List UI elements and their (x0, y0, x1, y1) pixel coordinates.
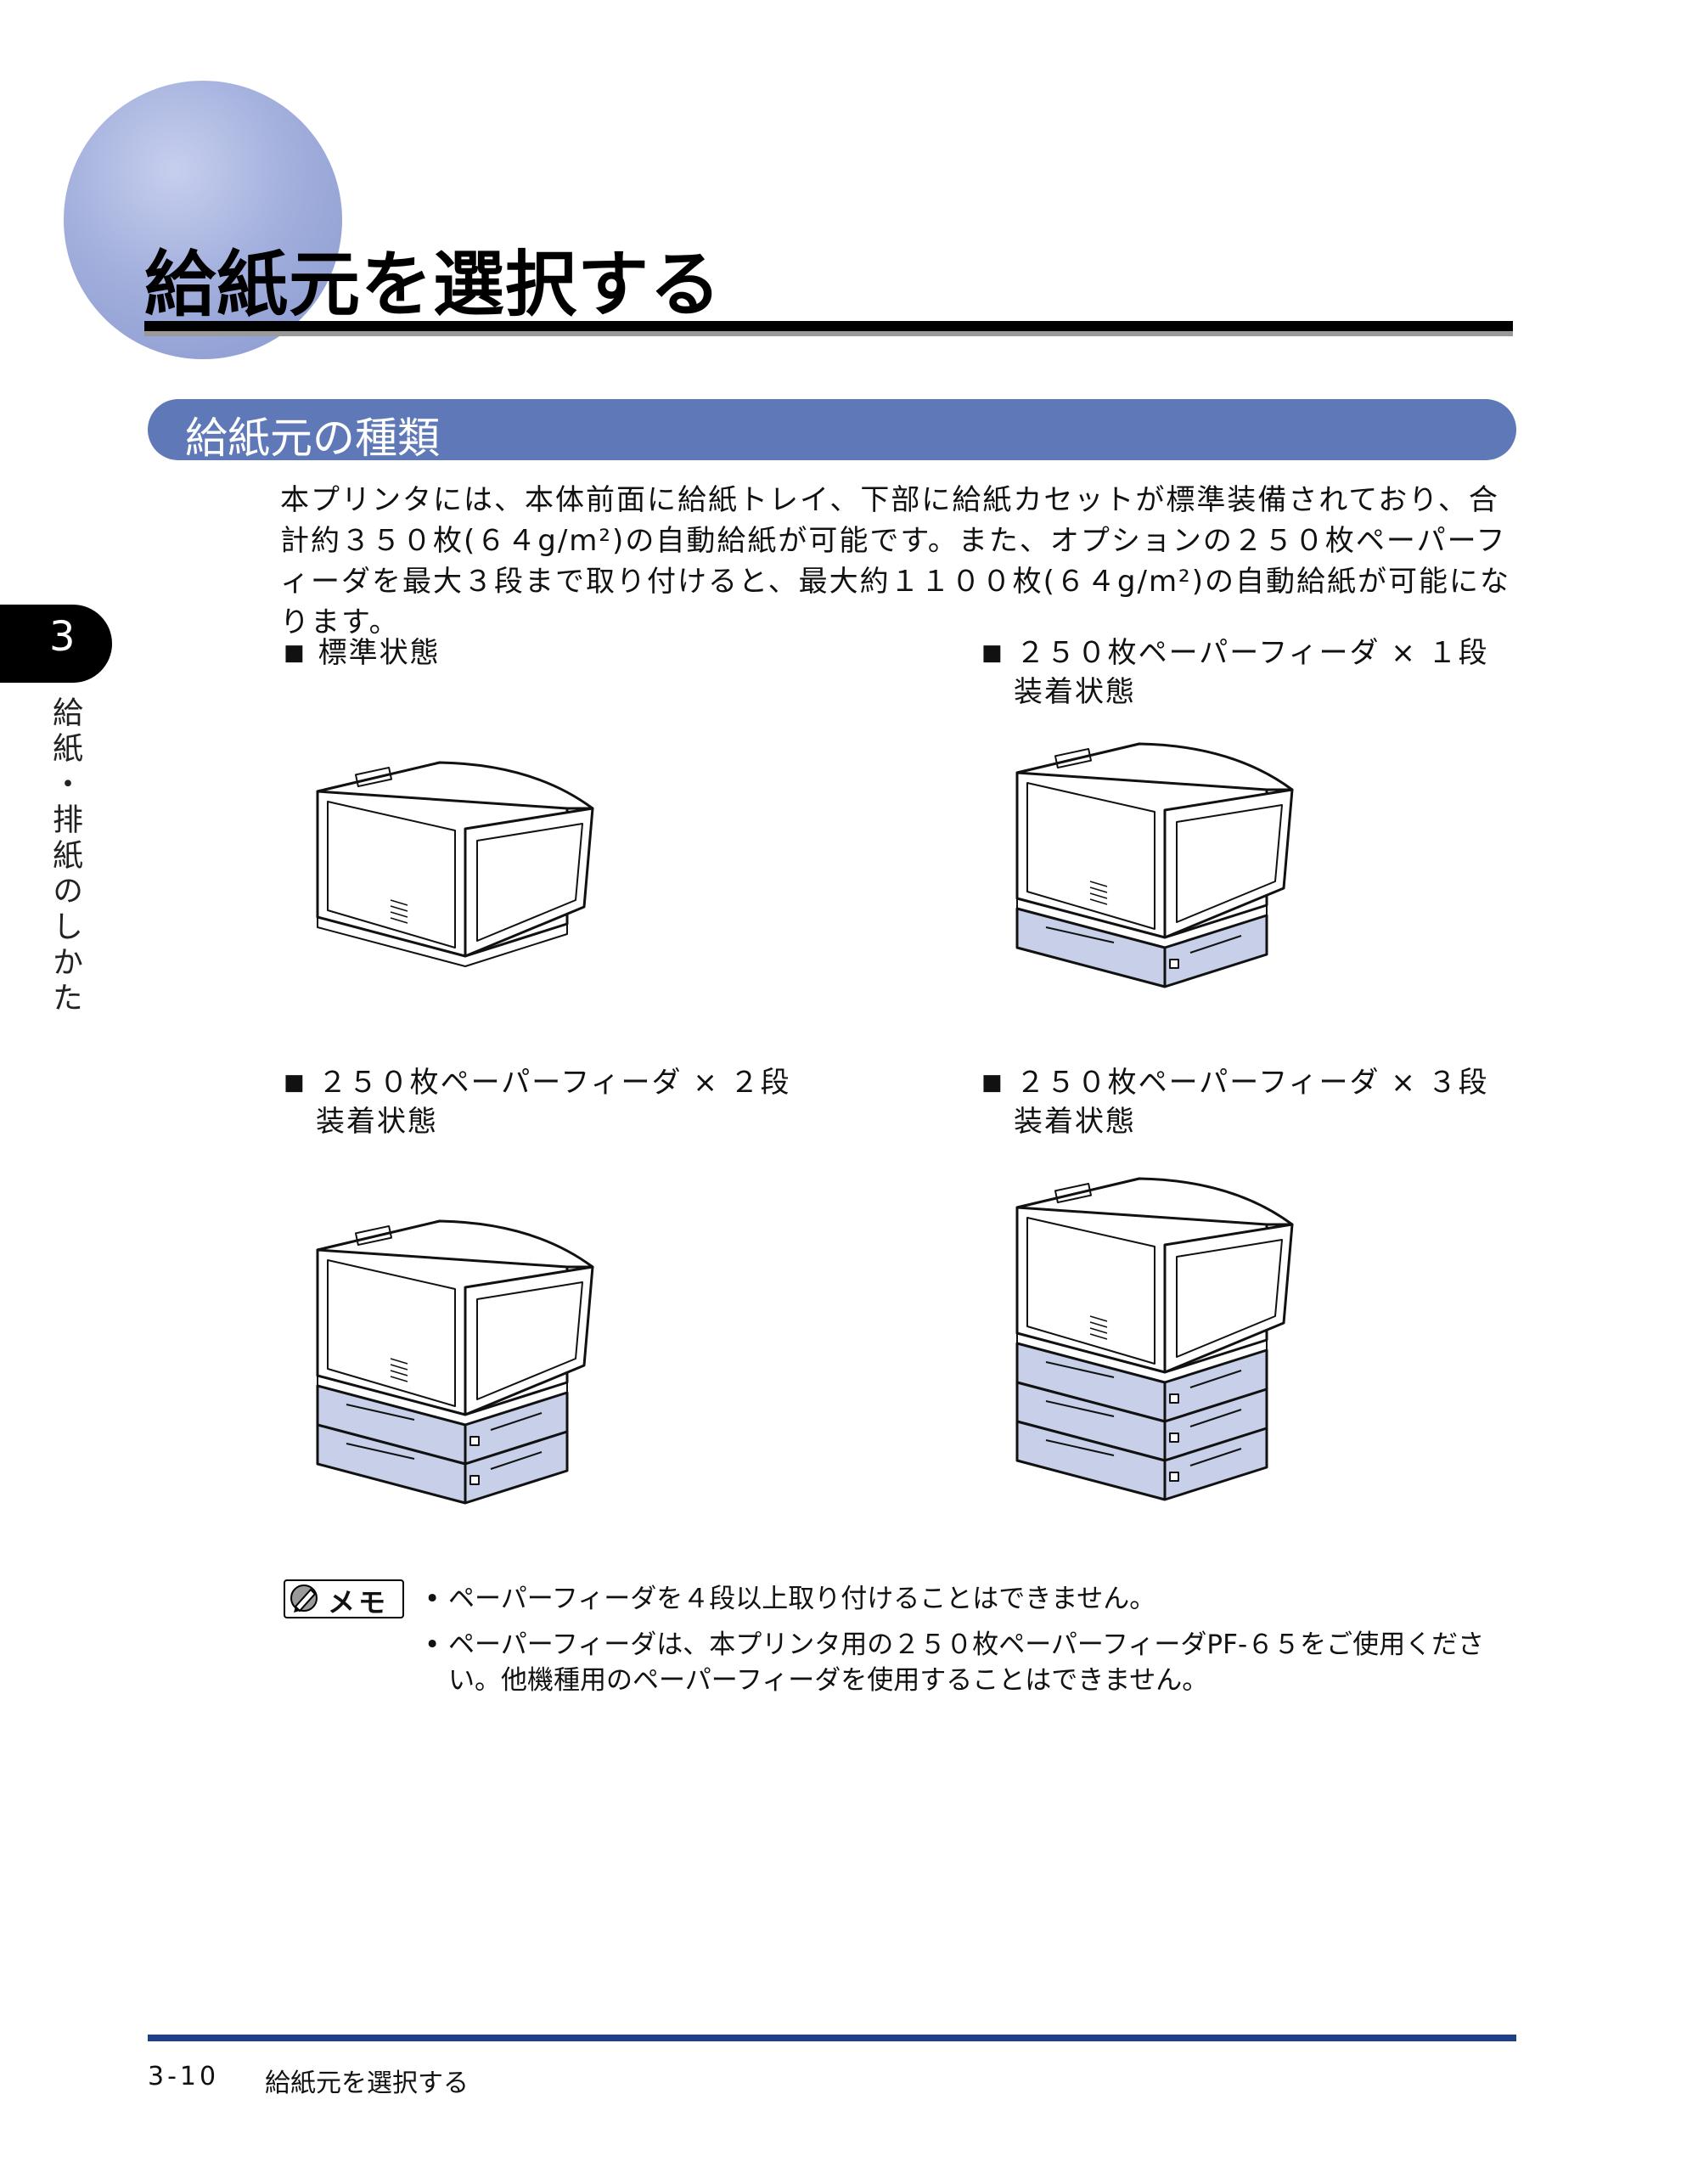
memo-badge: メモ (284, 1579, 404, 1618)
config-label-line1: ２５０枚ペーパーフィーダ × １段 (1015, 636, 1489, 670)
config-label-line2: 装着状態 (1014, 675, 1136, 709)
title-underline (144, 321, 1513, 331)
config-label-feeder-3: ■ ２５０枚ペーパーフィーダ × ３段 装着状態 (981, 1063, 1489, 1141)
memo-item: ペーパーフィーダは、本プリンタ用の２５０枚ペーパーフィーダPF-６５をご使用くだ… (424, 1627, 1528, 1698)
printer-illustration-feeder-1 (1012, 729, 1318, 1005)
config-label-line2: 装着状態 (1014, 1105, 1136, 1139)
page-title: 給紙元を選択する (144, 243, 722, 326)
config-label-line1: ２５０枚ペーパーフィーダ × ２段 (318, 1066, 791, 1100)
printer-illustration-feeder-2 (312, 1206, 618, 1522)
footer-page-number: 3-10 (148, 2062, 220, 2091)
section-title: 給紙元の種類 (185, 414, 440, 463)
square-bullet-icon: ■ (284, 1070, 306, 1095)
config-label-feeder-1: ■ ２５０枚ペーパーフィーダ × １段 装着状態 (981, 633, 1489, 712)
decorative-circle (64, 81, 342, 359)
chapter-number: 3 (49, 613, 76, 661)
square-bullet-icon: ■ (284, 640, 306, 666)
memo-item: ペーパーフィーダを４段以上取り付けることはできません。 (424, 1581, 1528, 1617)
chapter-tab (0, 605, 112, 683)
footer-title: 給紙元を選択する (265, 2069, 469, 2098)
square-bullet-icon: ■ (981, 640, 1004, 666)
memo-label: メモ (328, 1586, 390, 1618)
printer-illustration-feeder-3 (1012, 1163, 1318, 1518)
printer-illustration-standard (312, 747, 618, 985)
title-underline-shadow (144, 331, 1513, 336)
pencil-icon (289, 1583, 323, 1617)
config-label-standard: ■ 標準状態 (284, 633, 441, 673)
chapter-side-label: 給紙・排紙のしかた (48, 696, 82, 1017)
intro-paragraph: 本プリンタには、本体前面に給紙トレイ、下部に給紙カセットが標準装備されており、合… (280, 483, 1510, 639)
memo-list: ペーパーフィーダを４段以上取り付けることはできません。 ペーパーフィーダは、本プ… (424, 1581, 1528, 1708)
config-label-line1: ２５０枚ペーパーフィーダ × ３段 (1015, 1066, 1489, 1100)
config-label-line2: 装着状態 (316, 1105, 438, 1139)
config-label-feeder-2: ■ ２５０枚ペーパーフィーダ × ２段 装着状態 (284, 1063, 791, 1141)
square-bullet-icon: ■ (981, 1070, 1004, 1095)
footer-rule (148, 2035, 1516, 2041)
section-header-bar (148, 399, 1516, 460)
config-label-line1: 標準状態 (318, 636, 441, 670)
